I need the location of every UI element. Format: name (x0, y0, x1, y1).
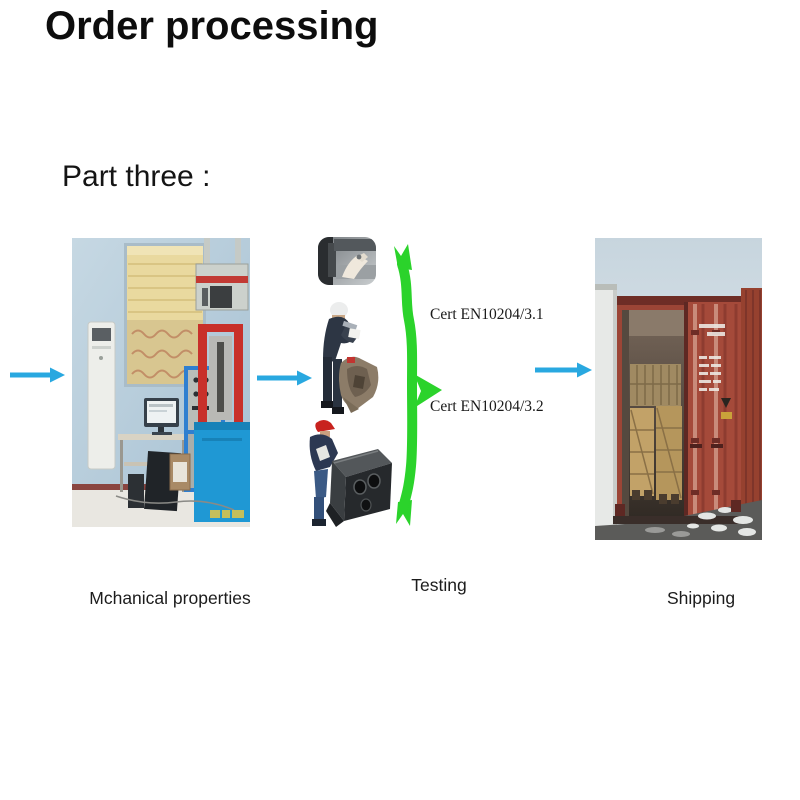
section-subtitle: Part three : (62, 160, 211, 193)
step-label-testing: Testing (411, 575, 467, 595)
flow-arrow-1-icon (255, 369, 313, 387)
step-label-shipping: Shipping (666, 588, 736, 608)
testing-photo-engine-block (302, 419, 395, 528)
shipping-photo (595, 238, 762, 540)
testing-photo-measurement (318, 237, 376, 285)
page-title: Order processing (45, 4, 379, 48)
cert-label-3-2: Cert EN10204/3.2 (430, 398, 544, 415)
cert-label-3-1: Cert EN10204/3.1 (430, 306, 544, 323)
flow-arrow-2-icon (533, 361, 593, 379)
mechanical-properties-photo (72, 238, 250, 527)
step-label-mechanical-properties: Mchanical properties (89, 588, 251, 608)
brace-arrow-icon (370, 244, 445, 526)
flow-arrow-in-icon (8, 366, 66, 384)
testing-photo-inspector (299, 297, 381, 419)
